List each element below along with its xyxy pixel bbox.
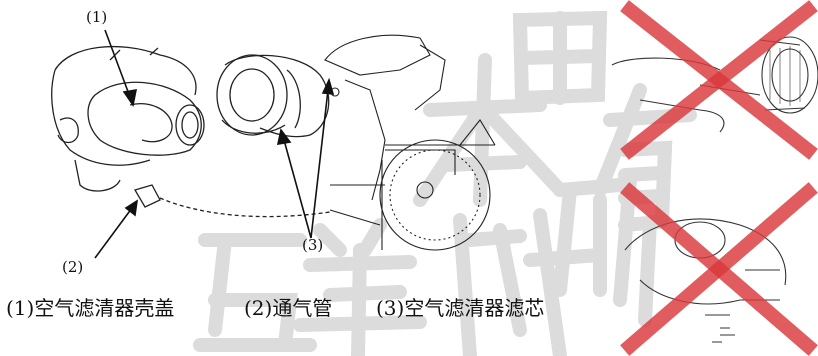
cross-mark-icon: [620, 0, 818, 160]
engine-body-drawing: [324, 34, 496, 251]
caption-vent-tube: (2)通气管: [244, 296, 333, 320]
air-filter-element-drawing: [216, 54, 330, 138]
cross-mark-icon: [620, 182, 818, 356]
vent-tube-drawing: [134, 184, 331, 218]
air-cleaner-cover-drawing: [51, 46, 205, 192]
caption-air-filter-element: (3)空气滤清器滤芯: [376, 296, 545, 320]
callout-1-label: (1): [86, 8, 108, 26]
caption-air-cleaner-cover: (1)空气滤清器壳盖: [6, 296, 175, 320]
callout-3-label: (3): [302, 236, 324, 254]
callout-arrows: [94, 29, 335, 259]
callout-2-label: (2): [62, 258, 84, 276]
watermark-strokes: [193, 10, 697, 356]
